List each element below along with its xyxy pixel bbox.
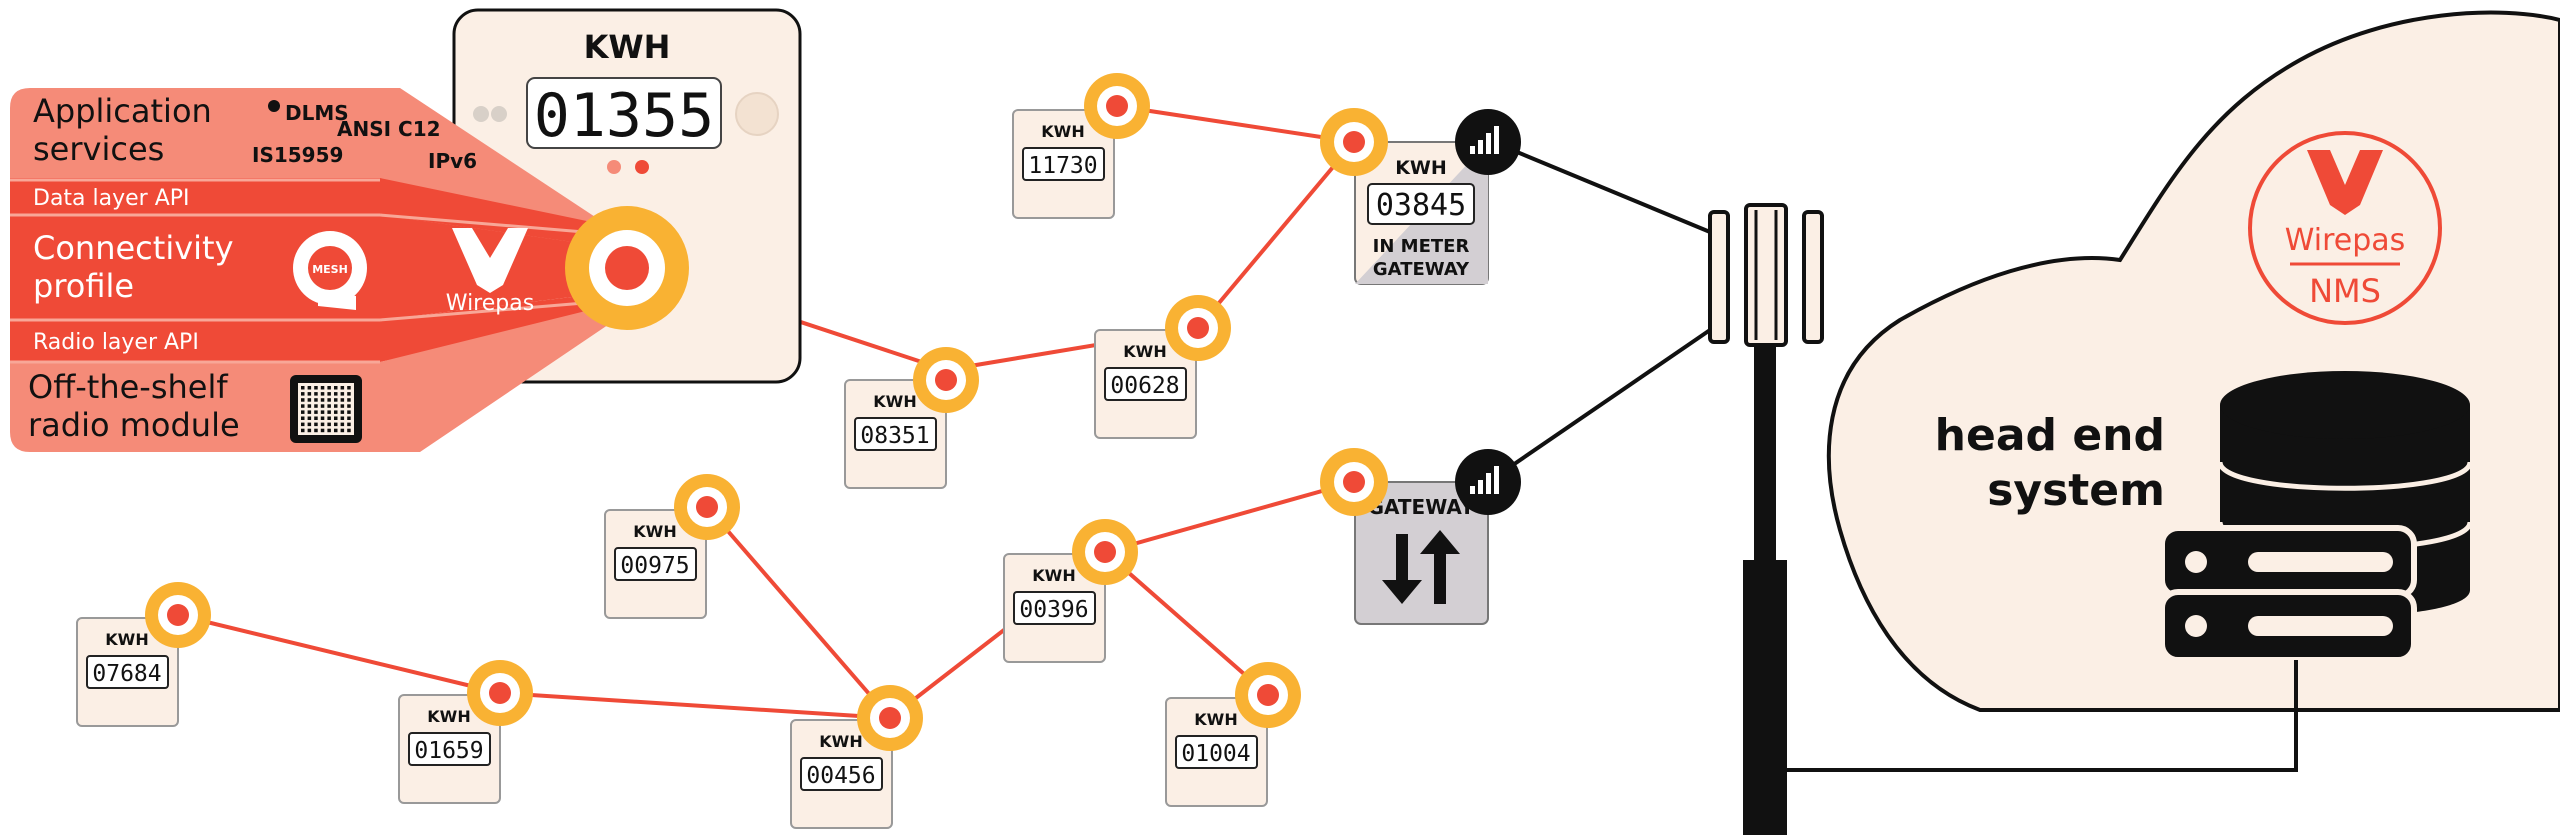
meter-m3: KWH 00628 — [1094, 295, 1231, 439]
mesh-node-dot — [489, 682, 511, 704]
meter-m4: KWH 00975 — [604, 474, 740, 619]
in-meter-caption-1: IN METER — [1373, 236, 1470, 257]
meter-display — [614, 547, 697, 581]
link-inmeter-tower — [1487, 138, 1711, 234]
mesh-node-dot — [935, 369, 957, 391]
gateway: GATEWAY — [1320, 448, 1521, 625]
meter-display — [408, 732, 491, 766]
meter-reading: 00456 — [806, 763, 875, 789]
meter-label: KWH — [873, 392, 916, 411]
meter-reading: 00975 — [620, 553, 689, 579]
meter-display — [86, 655, 169, 689]
meter-display — [1104, 367, 1187, 401]
wirepas-nms-logo: Wirepas NMS — [2248, 131, 2442, 325]
cloud-wirepas-text: Wirepas — [2285, 223, 2406, 258]
meter-display — [1013, 591, 1096, 625]
radio-layer-api-text: Radio layer API — [33, 330, 199, 355]
meter-label: KWH — [1123, 342, 1166, 361]
arrows-up-down-icon — [1382, 530, 1460, 604]
protocol-ipv6: IPv6 — [428, 149, 477, 173]
stack-wirepas-text: Wirepas — [446, 291, 534, 316]
meter-label: KWH — [427, 707, 470, 726]
meter-display — [1022, 147, 1105, 181]
meter-label: KWH — [1041, 122, 1084, 141]
meter-reading: 00628 — [1110, 373, 1179, 399]
meter-display — [800, 757, 883, 791]
meter-m2: KWH 08351 — [844, 347, 979, 489]
meter-label: KWH — [1194, 710, 1237, 729]
data-layer-api-text: Data layer API — [33, 186, 190, 211]
head-end-cloud: Wirepas NMS head end system — [1760, 10, 2560, 772]
nms-label: NMS — [2309, 272, 2381, 310]
dlms-logo-icon — [268, 100, 280, 112]
in-meter-gateway-label: KWH — [1395, 157, 1447, 179]
head-end-line1: head end — [1935, 410, 2165, 461]
in-meter-caption-2: GATEWAY — [1373, 259, 1470, 280]
wirepas-logo-icon — [2307, 150, 2383, 215]
link-gateway-tower — [1486, 328, 1712, 484]
meter-m7: KWH 01659 — [398, 660, 533, 804]
server-icon — [2159, 525, 2417, 663]
mesh-logo-icon: MESH — [293, 231, 367, 310]
meter-m6: KWH 07684 — [76, 582, 211, 727]
meter-m9: KWH 01004 — [1165, 662, 1301, 807]
protocol-is15959: IS15959 — [252, 143, 343, 167]
meter-reading: 08351 — [860, 423, 929, 449]
signal-icon — [1455, 109, 1521, 175]
antenna-tower-icon — [1708, 203, 1824, 835]
meter-reading: 07684 — [92, 661, 161, 687]
meter-display — [854, 417, 937, 451]
meter-m5: KWH 00396 — [1003, 519, 1138, 663]
svg-text:MESH: MESH — [312, 263, 348, 276]
radio-layer-band — [10, 290, 630, 362]
meter-m8: KWH 00456 — [790, 685, 923, 829]
mesh-node-dot — [1187, 317, 1209, 339]
main-meter-node-dot — [605, 246, 649, 290]
meter-reading: 11730 — [1028, 153, 1097, 179]
meter-label: KWH — [819, 732, 862, 751]
signal-icon — [1455, 449, 1521, 515]
main-meter-reading: 01355 — [534, 81, 715, 151]
meter-reading: 01659 — [414, 738, 483, 764]
meter-reading: 00396 — [1019, 597, 1088, 623]
meter-m1: KWH 11730 — [1012, 73, 1150, 219]
protocol-ansi: ANSI C12 — [337, 117, 441, 141]
mesh-node-dot — [696, 496, 718, 518]
meter-label: KWH — [633, 522, 676, 541]
wirepas-logo-icon: Wirepas — [446, 228, 534, 316]
in-meter-gateway-reading: 03845 — [1376, 188, 1466, 223]
gateway-label: GATEWAY — [1368, 495, 1475, 519]
protocol-dlms: DLMS — [285, 101, 349, 125]
mesh-node-dot — [1094, 541, 1116, 563]
backhaul-wire — [1760, 660, 2298, 772]
mesh-node-dot — [1257, 684, 1279, 706]
meter-label: KWH — [105, 630, 148, 649]
main-meter-label: KWH — [584, 28, 671, 66]
mesh-node-dot — [1106, 95, 1128, 117]
meter-display — [1175, 735, 1258, 769]
meter-label: KWH — [1032, 566, 1075, 585]
mesh-node-dot — [167, 604, 189, 626]
head-end-line2: system — [1987, 465, 2165, 516]
meter-reading: 01004 — [1181, 741, 1250, 767]
radio-chip-icon — [290, 375, 362, 443]
mesh-node-dot — [879, 707, 901, 729]
in-meter-gateway: KWH 03845 IN METER GATEWAY — [1320, 108, 1521, 285]
